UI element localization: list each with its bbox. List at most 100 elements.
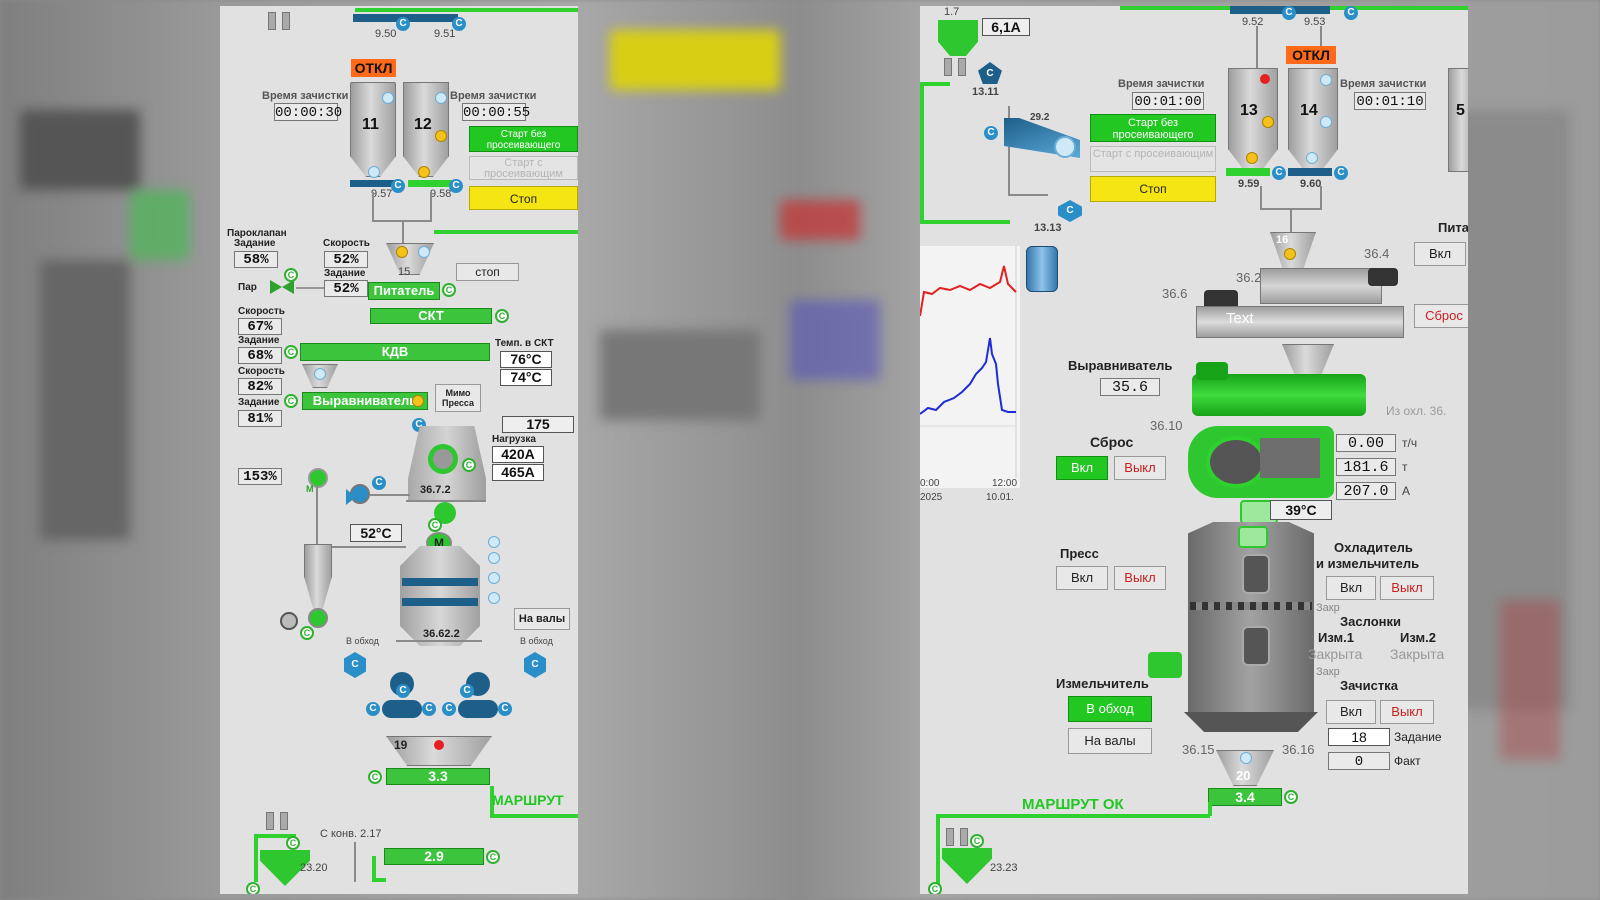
c-icon[interactable]: C [495, 309, 509, 323]
speed-label: Скорость [323, 238, 370, 249]
c-icon[interactable]: C [422, 702, 436, 716]
damper-icon[interactable]: C [1058, 200, 1082, 222]
c-icon[interactable]: C [284, 268, 298, 282]
silo-bin-5[interactable] [1448, 68, 1468, 172]
stop-button[interactable]: Стоп [1090, 176, 1216, 202]
cooler-off-button[interactable]: Выкл [1380, 576, 1434, 600]
start-with-sifter-button[interactable]: Старт с просеивающим [469, 156, 578, 180]
press-feeder-screw[interactable] [1192, 374, 1366, 416]
c-icon[interactable]: C [970, 834, 984, 848]
c-icon[interactable]: C [366, 702, 380, 716]
reset-on-button[interactable]: Вкл [1056, 456, 1108, 480]
cooler-body[interactable] [400, 546, 480, 646]
c-icon[interactable]: C [1282, 6, 1296, 20]
bypass-damper-icon[interactable]: C [524, 652, 546, 678]
c-icon[interactable]: C [1334, 166, 1348, 180]
c-icon[interactable]: C [1272, 166, 1286, 180]
c-icon[interactable]: C [442, 702, 456, 716]
trend-chart-svg [920, 246, 1017, 478]
bin-number: 12 [414, 116, 432, 133]
crusher-to-rolls-button[interactable]: На валы [1068, 728, 1152, 754]
c-icon[interactable]: C [396, 684, 410, 698]
c-icon[interactable]: C [486, 850, 500, 864]
c-icon[interactable]: C [460, 684, 474, 698]
cooler-body[interactable] [1188, 522, 1314, 712]
conditioner-drum[interactable] [1260, 268, 1382, 304]
alarm-lamp-icon [434, 740, 444, 750]
c-icon[interactable]: C [368, 770, 382, 784]
stop-small-button[interactable]: стоп [456, 263, 519, 281]
c-icon[interactable]: C [246, 882, 260, 894]
c-icon[interactable]: C [286, 836, 300, 850]
speed-value[interactable]: 82% [238, 378, 282, 395]
mixer-body[interactable] [1196, 306, 1404, 338]
cleaning-setpoint-input[interactable]: 18 [1328, 728, 1390, 746]
press-on-button[interactable]: Вкл [1056, 566, 1108, 590]
c-icon[interactable]: C [300, 626, 314, 640]
c-icon[interactable]: C [452, 17, 466, 31]
conveyor-3-3[interactable]: 3.3 [386, 768, 490, 785]
cooler-on-button[interactable]: Вкл [1326, 576, 1376, 600]
damper-icon[interactable]: C [978, 62, 1002, 84]
to-rolls-button[interactable]: На валы [514, 608, 570, 630]
tag-label: 36.10 [1150, 418, 1183, 433]
speed-value[interactable]: 52% [324, 251, 368, 268]
cooler-fan-icon[interactable] [434, 502, 456, 524]
feeder-on-button[interactable]: Вкл [1414, 242, 1466, 266]
cleaning-off-button[interactable]: Выкл [1380, 700, 1434, 724]
trend-chart-area[interactable]: 0:00 [920, 246, 1020, 489]
pipe-line [434, 230, 578, 234]
c-icon[interactable]: C [1344, 6, 1358, 20]
total-value: 181.6 [1336, 458, 1396, 476]
leveler-conveyor[interactable]: Выравниватель [302, 392, 428, 410]
start-without-sifter-button[interactable]: Старт без просеивающего [469, 126, 578, 152]
c-icon[interactable]: C [498, 702, 512, 716]
c-icon[interactable]: C [428, 518, 442, 532]
bypass-damper-icon[interactable]: C [344, 652, 366, 678]
motor-icon [1148, 652, 1182, 678]
c-icon[interactable]: C [462, 458, 476, 472]
stop-button[interactable]: Стоп [469, 186, 578, 210]
bypass-press-button[interactable]: Мимо Пресса [435, 384, 481, 412]
kdv-conveyor[interactable]: КДВ [300, 343, 490, 361]
sluice-icon[interactable] [308, 608, 328, 628]
c-icon[interactable]: C [928, 882, 942, 894]
distributor-icon[interactable] [942, 848, 992, 884]
conveyor-2-9[interactable]: 2.9 [384, 848, 484, 865]
c-icon[interactable]: C [984, 126, 998, 140]
c-icon[interactable]: C [391, 179, 405, 193]
setpoint-value[interactable]: 81% [238, 410, 282, 427]
reset-button[interactable]: Сброс [1414, 304, 1468, 328]
start-without-sifter-button[interactable]: Старт без просеивающего [1090, 114, 1216, 142]
cleaning-on-button[interactable]: Вкл [1326, 700, 1376, 724]
cleaning-time-label: Время зачистки [1340, 78, 1427, 90]
conveyor-3-4[interactable]: 3.4 [1208, 788, 1282, 806]
reset-off-button[interactable]: Выкл [1114, 456, 1166, 480]
c-icon[interactable]: C [284, 345, 298, 359]
c-icon[interactable]: C [372, 476, 386, 490]
c-icon[interactable]: C [449, 179, 463, 193]
pipe-line [936, 814, 1210, 818]
damper-1-label: Изм.1 [1318, 630, 1354, 645]
tag-label: 36.6 [1162, 286, 1188, 301]
speed-value[interactable]: 67% [238, 318, 282, 335]
roller-pair-icon[interactable] [458, 700, 498, 718]
silo-bin-11[interactable] [350, 82, 396, 177]
roller-pair-icon[interactable] [382, 700, 422, 718]
c-icon[interactable]: C [284, 394, 298, 408]
motor-icon[interactable] [308, 468, 328, 488]
c-icon[interactable]: C [396, 17, 410, 31]
feeder-conveyor[interactable]: Питатель [368, 282, 440, 300]
steam-valve-icon[interactable] [270, 280, 282, 294]
start-with-sifter-button[interactable]: Старт с просеивающим [1090, 146, 1216, 172]
setpoint-value[interactable]: 52% [324, 280, 368, 297]
setpoint-value[interactable]: 68% [238, 347, 282, 364]
c-icon[interactable]: C [442, 283, 456, 297]
fan-housing-icon[interactable] [938, 20, 978, 56]
pipe-line [354, 842, 356, 882]
crusher-bypass-button[interactable]: В обход [1068, 696, 1152, 722]
c-icon[interactable]: C [1284, 790, 1298, 804]
skt-conveyor[interactable]: СКТ [370, 308, 492, 324]
press-off-button[interactable]: Выкл [1114, 566, 1166, 590]
steam-valve-value[interactable]: 58% [234, 251, 278, 268]
